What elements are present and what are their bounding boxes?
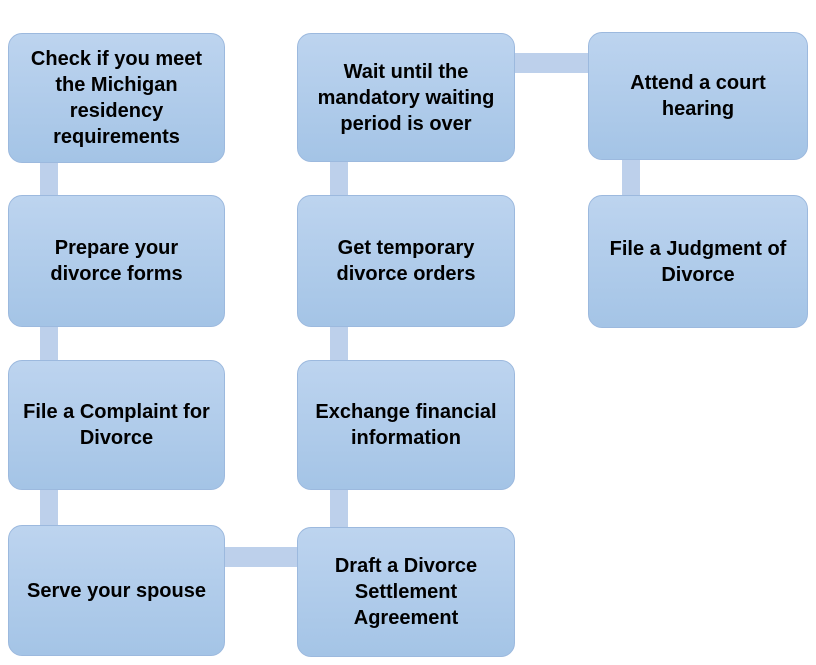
connector-settlement-to-financial [330, 485, 348, 532]
node-label: Get temporary divorce orders [336, 237, 476, 285]
node-financial-information: Exchange financial information [297, 360, 515, 490]
node-label: Attend a court hearing [630, 72, 766, 120]
node-serve-spouse: Serve your spouse [8, 525, 225, 656]
node-prepare-forms: Prepare your divorce forms [8, 195, 225, 327]
node-label: Check if you meet the Michigan residency… [30, 48, 203, 148]
node-judgment-of-divorce: File a Judgment of Divorce [588, 195, 808, 328]
node-label: File a Judgment of Divorce [609, 237, 787, 286]
node-label: Serve your spouse [27, 579, 206, 602]
node-label: File a Complaint for Divorce [23, 401, 210, 449]
connector-residency-to-prepare [40, 155, 58, 200]
node-settlement-agreement: Draft a Divorce Settlement Agreement [297, 527, 515, 657]
connector-hearing-to-judgment [622, 155, 640, 200]
connector-complaint-to-serve [40, 485, 58, 530]
connector-temporary-to-waiting [330, 155, 348, 200]
node-label: Prepare your divorce forms [50, 237, 183, 285]
node-residency-requirements: Check if you meet the Michigan residency… [8, 33, 225, 163]
connector-financial-to-temporary [330, 320, 348, 365]
node-file-complaint: File a Complaint for Divorce [8, 360, 225, 490]
node-court-hearing: Attend a court hearing [588, 32, 808, 160]
node-waiting-period: Wait until the mandatory waiting period … [297, 33, 515, 162]
node-temporary-orders: Get temporary divorce orders [297, 195, 515, 327]
connector-serve-to-settlement [220, 547, 300, 567]
connector-waiting-to-hearing [510, 53, 592, 73]
connector-prepare-to-complaint [40, 320, 58, 365]
node-label: Draft a Divorce Settlement Agreement [334, 555, 478, 629]
node-label: Wait until the mandatory waiting period … [317, 60, 495, 135]
node-label: Exchange financial information [315, 401, 497, 449]
